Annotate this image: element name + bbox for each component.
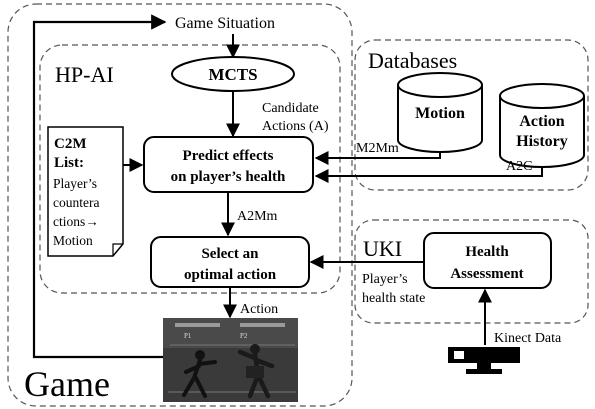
c2m-line-1: Player’s — [53, 176, 97, 191]
health-state-label-1: Player’s — [362, 272, 408, 287]
a2mm-label: A2Mm — [237, 209, 278, 224]
health-assessment-box — [423, 232, 552, 289]
game-title: Game — [24, 364, 110, 404]
c2m-title-1: C2M — [54, 136, 87, 152]
game-container — [7, 3, 353, 407]
action-history-label-1: Action — [519, 113, 564, 130]
fighting-game-screenshot: P1 P2 — [163, 318, 298, 402]
predict-label-1: Predict effects — [183, 148, 274, 164]
kinect-data-label: Kinect Data — [494, 331, 562, 346]
hpai-container — [39, 44, 341, 294]
candidate-label-2: Actions (A) — [262, 119, 329, 134]
hud-p2-label: P2 — [240, 332, 248, 340]
hpai-title: HP-AI — [55, 62, 114, 87]
c2m-line-2: countera — [53, 195, 99, 210]
c2m-list-document — [47, 126, 124, 257]
action-history-database — [499, 83, 585, 168]
health-label-1: Health — [465, 244, 509, 260]
motion-label: Motion — [415, 105, 465, 122]
motion-database — [397, 72, 483, 153]
databases-container — [354, 39, 589, 191]
kinect-sensor-icon — [448, 347, 520, 374]
select-label-2: optimal action — [184, 267, 277, 283]
m2mm-label: M2Mm — [356, 141, 399, 156]
candidate-label-1: Candidate — [262, 101, 319, 116]
hud-p1-label: P1 — [184, 332, 192, 340]
predict-label-2: on player’s health — [171, 169, 286, 185]
c2m-line-4: Motion — [53, 233, 93, 248]
select-label-1: Select an — [201, 246, 259, 262]
databases-title: Databases — [368, 48, 457, 73]
health-state-label-2: health state — [362, 291, 425, 306]
action-label: Action — [240, 302, 278, 317]
c2m-line-3: ctions→ — [53, 214, 99, 229]
action-history-label-2: History — [516, 133, 568, 150]
mcts-label: MCTS — [208, 65, 257, 84]
uki-title: UKI — [363, 236, 402, 261]
game-situation-label: Game Situation — [175, 15, 275, 32]
m2mm-arrow — [314, 151, 441, 165]
a2c-arrow — [314, 167, 543, 183]
game-feedback-arrow — [32, 14, 167, 359]
health-label-2: Assessment — [450, 266, 523, 282]
c2m-title-2: List: — [54, 155, 84, 171]
a2c-label: A2C — [506, 159, 532, 174]
